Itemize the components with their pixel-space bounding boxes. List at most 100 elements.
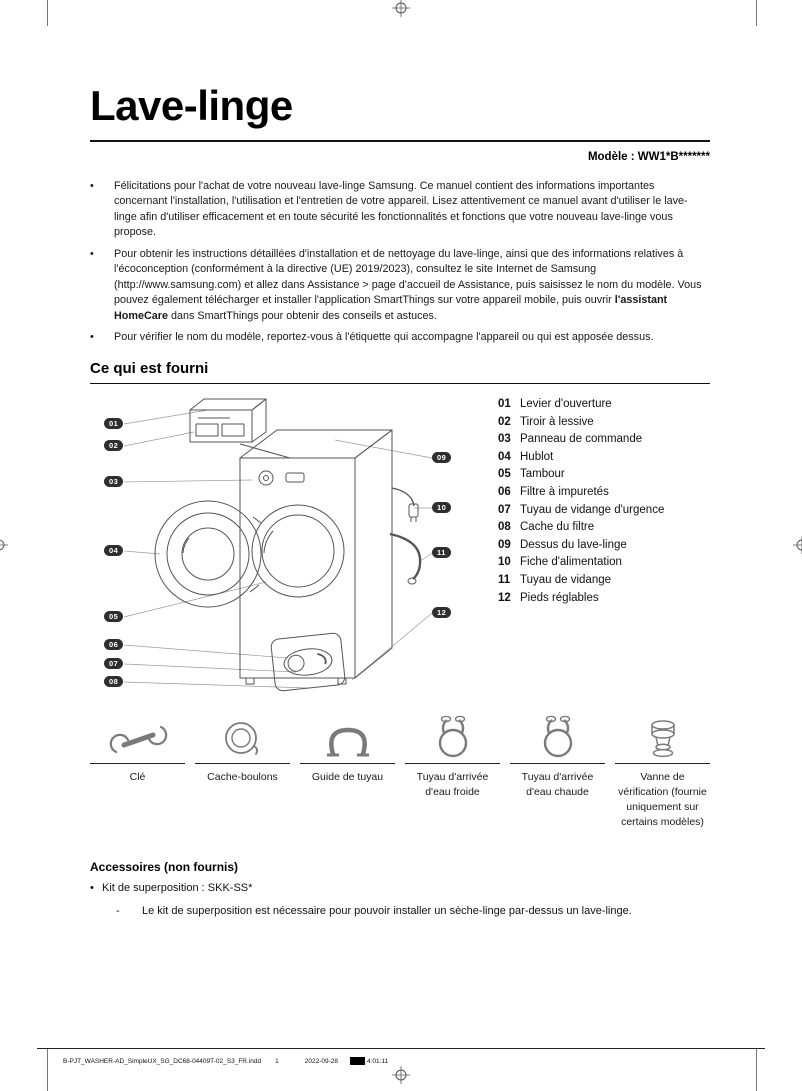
crop-mark bbox=[756, 1048, 757, 1091]
part-num: 07 bbox=[498, 503, 511, 516]
part-num: 12 bbox=[498, 591, 511, 604]
callout-06: 06 bbox=[104, 639, 124, 650]
bullet-marker: • bbox=[90, 882, 94, 894]
part-num: 10 bbox=[498, 556, 511, 569]
bullet-marker: • bbox=[90, 179, 94, 192]
part-num: 09 bbox=[498, 538, 511, 551]
bullet-marker: • bbox=[90, 331, 94, 343]
part-item-05: 05 Tambour bbox=[498, 466, 710, 484]
callout-01: 01 bbox=[104, 418, 124, 429]
part-label: Panneau de commande bbox=[520, 433, 643, 446]
part-num: 04 bbox=[498, 450, 511, 463]
accessory-label: Guide de tuyau bbox=[311, 771, 384, 783]
footer-filename: B-PJT_WASHER-AD_SimpleUX_SG_DC68-04409T-… bbox=[63, 1057, 262, 1065]
crop-mark bbox=[47, 1048, 48, 1091]
part-label: Cache du filtre bbox=[520, 521, 595, 534]
cold-water-hose-icon bbox=[405, 712, 500, 764]
crop-mark bbox=[47, 0, 48, 26]
footer-time: 4:01:11 bbox=[366, 1057, 389, 1065]
part-label: Fiche d'alimentation bbox=[520, 556, 622, 569]
footer-divider bbox=[37, 1048, 765, 1049]
footer-date: 2022-09-28 bbox=[304, 1057, 338, 1065]
part-num: 01 bbox=[498, 398, 511, 410]
accessory-label: Tuyau d'arrivée d'eau froide bbox=[416, 771, 489, 798]
leader-lines bbox=[123, 409, 433, 689]
crop-mark bbox=[756, 0, 757, 26]
washer-diagram: 01 02 03 04 05 06 07 08 09 10 11 12 01 Le… bbox=[90, 396, 710, 696]
callout-04: 04 bbox=[104, 545, 124, 556]
part-label: Tiroir à lessive bbox=[520, 415, 594, 428]
part-label: Levier d'ouverture bbox=[520, 398, 612, 410]
check-valve-icon bbox=[615, 712, 710, 764]
section-heading-supplied: Ce qui est fourni bbox=[90, 359, 209, 377]
part-item-04: 04 Hublot bbox=[498, 449, 710, 467]
part-label: Dessus du lave-linge bbox=[520, 538, 627, 551]
part-item-09: 09 Dessus du lave-linge bbox=[498, 537, 710, 555]
intro-bullet-2-post: dans SmartThings pour obtenir des consei… bbox=[168, 309, 437, 322]
title-divider bbox=[90, 140, 710, 142]
not-supplied-bullet: • Kit de superposition : SKK-SS* bbox=[90, 881, 710, 896]
intro-section: • Félicitations pour l'achat de votre no… bbox=[90, 179, 710, 346]
part-item-02: 02 Tiroir à lessive bbox=[498, 414, 710, 432]
part-label: Tambour bbox=[520, 468, 565, 481]
dash-marker: - bbox=[116, 905, 120, 917]
part-item-08: 08 Cache du filtre bbox=[498, 519, 710, 537]
section-divider bbox=[90, 382, 710, 384]
accessory-wrench: Clé bbox=[90, 712, 185, 830]
intro-bullet-3: • Pour vérifier le nom du modèle, report… bbox=[90, 330, 710, 346]
print-footer: B-PJT_WASHER-AD_SimpleUX_SG_DC68-04409T-… bbox=[63, 1057, 388, 1065]
not-supplied-note-text: Le kit de superposition est nécessaire p… bbox=[142, 905, 632, 917]
callout-08: 08 bbox=[104, 676, 124, 687]
part-label: Filtre à impuretés bbox=[520, 485, 609, 498]
accessory-label: Cache-boulons bbox=[207, 771, 278, 783]
part-num: 08 bbox=[498, 521, 511, 534]
accessory-label: Vanne de vérification (fournie uniquemen… bbox=[618, 771, 707, 828]
intro-bullet-1-text: Félicitations pour l'achat de votre nouv… bbox=[114, 179, 688, 239]
accessory-cold-hose: Tuyau d'arrivée d'eau froide bbox=[405, 712, 500, 830]
accessory-hose-guide: Guide de tuyau bbox=[300, 712, 395, 830]
not-supplied-note: - Le kit de superposition est nécessaire… bbox=[116, 904, 710, 919]
part-item-10: 10 Fiche d'alimentation bbox=[498, 554, 710, 572]
callout-10: 10 bbox=[432, 502, 452, 513]
part-item-01: 01 Levier d'ouverture bbox=[498, 396, 710, 414]
homecare-bold-text: l'assistant HomeCare bbox=[114, 294, 668, 322]
not-supplied-bullet-text: Kit de superposition : SKK-SS* bbox=[102, 882, 253, 894]
part-num: 05 bbox=[498, 468, 511, 481]
part-item-11: 11 Tuyau de vidange bbox=[498, 572, 710, 590]
accessory-bolt-cap: Cache-boulons bbox=[195, 712, 290, 830]
registration-mark bbox=[392, 1066, 410, 1084]
bullet-marker: • bbox=[90, 247, 94, 260]
part-num: 03 bbox=[498, 433, 511, 446]
accessory-check-valve: Vanne de vérification (fournie uniquemen… bbox=[615, 712, 710, 830]
callout-11: 11 bbox=[432, 547, 451, 558]
callout-07: 07 bbox=[104, 658, 124, 669]
registration-mark bbox=[392, 0, 410, 17]
callout-12: 12 bbox=[432, 607, 452, 618]
part-num: 11 bbox=[498, 573, 511, 586]
part-label: Tuyau de vidange bbox=[520, 573, 612, 586]
callout-09: 09 bbox=[432, 452, 452, 463]
callout-05: 05 bbox=[104, 611, 124, 622]
hot-water-hose-icon bbox=[510, 712, 605, 764]
accessories-row: Clé Cache-boulons bbox=[90, 712, 710, 830]
intro-bullet-2: • Pour obtenir les instructions détaillé… bbox=[90, 247, 710, 325]
callout-03: 03 bbox=[104, 476, 124, 487]
accessory-hot-hose: Tuyau d'arrivée d'eau chaude bbox=[510, 712, 605, 830]
part-num: 02 bbox=[498, 415, 511, 428]
footer-glyph-box bbox=[349, 1057, 365, 1065]
accessory-label: Tuyau d'arrivée d'eau chaude bbox=[521, 771, 594, 798]
registration-mark bbox=[0, 539, 8, 551]
part-label: Hublot bbox=[520, 450, 554, 463]
hose-guide-icon bbox=[300, 712, 395, 764]
accessory-label: Clé bbox=[129, 771, 146, 783]
footer-page-number: 1 bbox=[275, 1057, 279, 1065]
not-supplied-heading: Accessoires (non fournis) bbox=[90, 860, 239, 874]
model-number: Modèle : WW1*B******* bbox=[587, 150, 710, 163]
washer-line-art bbox=[123, 398, 433, 692]
intro-bullet-3-text: Pour vérifier le nom du modèle, reportez… bbox=[114, 331, 654, 343]
